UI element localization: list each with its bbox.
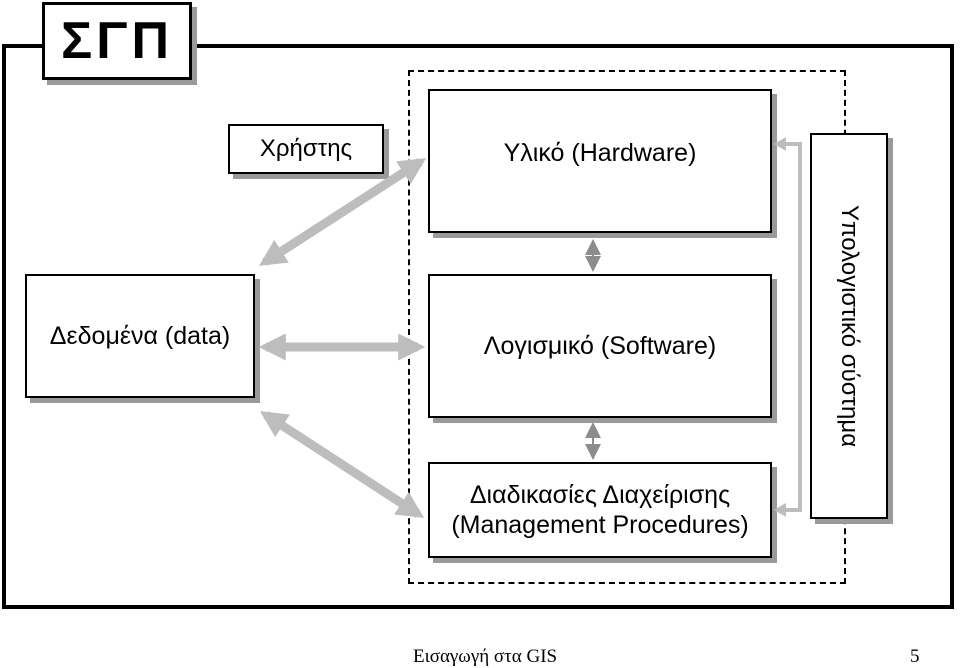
footer-page-number: 5 — [910, 646, 920, 667]
computer-system-label: Υπολογιστικό σύστημα — [836, 204, 863, 448]
procedures-label-line2: (Management Procedures) — [451, 511, 749, 539]
bracket-arrowhead-top — [774, 137, 786, 151]
computer-system-box: Υπολογιστικό σύστημα — [810, 133, 888, 519]
arrow-data-procedures — [259, 411, 425, 518]
hardware-box: Υλικό (Hardware) — [428, 89, 772, 233]
diagram-frame — [2, 44, 954, 609]
procedures-box: Διαδικασίες Διαχείρισης (Management Proc… — [428, 462, 772, 558]
data-label: Δεδομένα (data) — [49, 321, 231, 350]
software-box: Λογισμικό (Software) — [428, 274, 772, 418]
bracket-computer-system — [778, 142, 802, 512]
hardware-label: Υλικό (Hardware) — [503, 139, 697, 167]
user-label: Χρήστης — [259, 135, 353, 162]
logo: ΣΓΠ — [42, 2, 192, 80]
procedures-label-line1: Διαδικασίες Διαχείρισης — [469, 481, 731, 509]
footer-title: Εισαγωγή στα GIS — [413, 646, 558, 667]
arrow-data-hardware — [258, 158, 427, 266]
software-label: Λογισμικό (Software) — [483, 331, 717, 360]
bracket-arrowhead-bottom — [774, 503, 786, 517]
data-box: Δεδομένα (data) — [25, 274, 255, 398]
